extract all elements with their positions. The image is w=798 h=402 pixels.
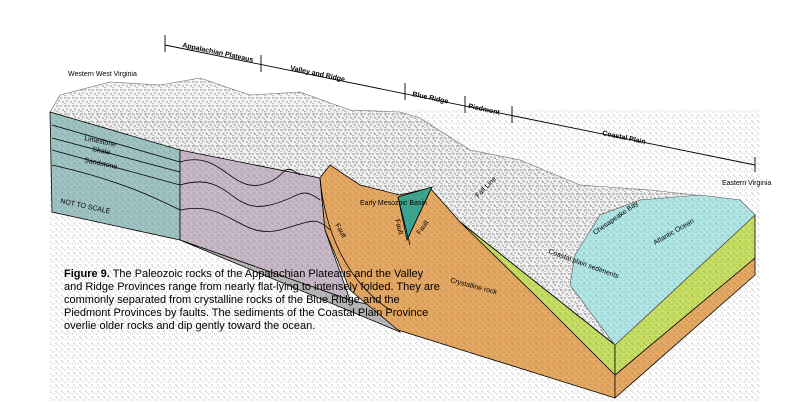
- figure-caption: Figure 9. The Paleozoic rocks of the App…: [64, 268, 444, 333]
- province-valley-and-ridge: Valley and Ridge: [290, 65, 346, 83]
- label-eastern-virginia: Eastern Virginia: [722, 180, 771, 187]
- province-appalachian-plateaus: Appalachian Plateaus: [182, 42, 254, 64]
- province-piedmont: Piedmont: [468, 103, 501, 117]
- province-scale-bar: [164, 35, 756, 172]
- province-coastal-plain: Coastal Plain: [602, 130, 646, 146]
- caption-text: The Paleozoic rocks of the Appalachian P…: [64, 268, 440, 332]
- label-shale: Shale: [92, 146, 111, 157]
- province-blue-ridge: Blue Ridge: [412, 91, 449, 105]
- strata-lines: [51, 124, 433, 311]
- label-western-west-virginia: Western West Virginia: [68, 71, 137, 78]
- label-fault-basin: Fault: [393, 219, 404, 236]
- caption-figure-number: Figure 9.: [64, 268, 110, 280]
- label-mesozoic-basin: Early Mesozoic Basin: [360, 200, 427, 207]
